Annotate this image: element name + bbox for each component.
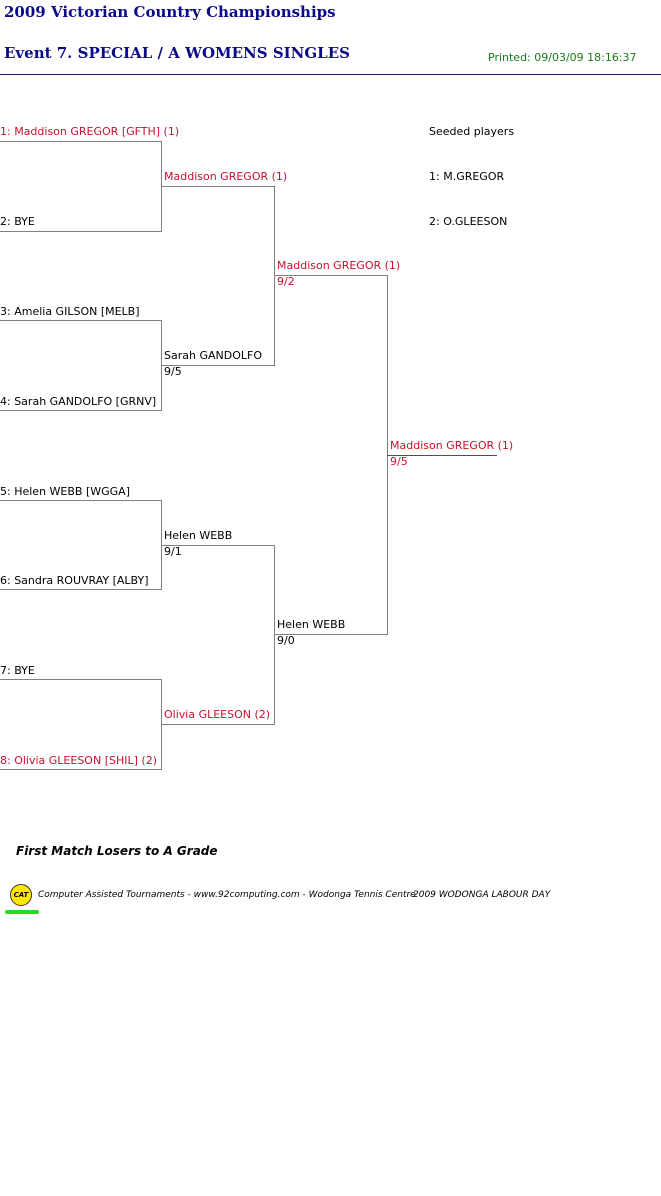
- r1-player-1: 1: Maddison GREGOR [GFTH] (1): [0, 125, 180, 138]
- seeded-player-1: 1: M.GREGOR: [429, 170, 505, 183]
- r1-line-1: [0, 141, 161, 142]
- r1-line-5: [0, 500, 161, 501]
- r1-line-8: [0, 769, 161, 770]
- sf-score-2: 9/0: [277, 634, 295, 647]
- r2-line-3: [161, 545, 274, 546]
- logo-underline: [5, 910, 39, 914]
- sf-line-2: [274, 634, 387, 635]
- r2-line-4: [161, 724, 274, 725]
- r1-player-3: 3: Amelia GILSON [MELB]: [0, 305, 140, 318]
- championship-title: 2009 Victorian Country Championships: [4, 3, 336, 21]
- final-score: 9/5: [390, 455, 408, 468]
- r1-player-7: 7: BYE: [0, 664, 35, 677]
- r1-player-5: 5: Helen WEBB [WGGA]: [0, 485, 130, 498]
- r2-winner-1: Maddison GREGOR (1): [164, 170, 288, 183]
- losers-note: First Match Losers to A Grade: [16, 844, 218, 858]
- r2-score-3: 9/1: [164, 545, 182, 558]
- cat-logo: CAT: [10, 884, 32, 906]
- r1-player-6: 6: Sandra ROUVRAY [ALBY]: [0, 574, 149, 587]
- r2-connector-1: [274, 186, 275, 366]
- r2-connector-2: [274, 545, 275, 725]
- r2-score-2: 9/5: [164, 365, 182, 378]
- r1-line-4: [0, 410, 161, 411]
- footer-credit: Computer Assisted Tournaments - www.92co…: [38, 890, 416, 900]
- final-line: [387, 455, 497, 456]
- r2-winner-3: Helen WEBB: [164, 529, 233, 542]
- r1-line-3: [0, 320, 161, 321]
- champion-name: Maddison GREGOR (1): [390, 439, 514, 452]
- seeded-players-heading: Seeded players: [429, 125, 515, 138]
- sf-winner-1: Maddison GREGOR (1): [277, 259, 401, 272]
- r1-line-7: [0, 679, 161, 680]
- r2-line-2: [161, 365, 274, 366]
- footer-event: 2009 WODONGA LABOUR DAY: [413, 890, 551, 900]
- r1-player-8: 8: Olivia GLEESON [SHIL] (2): [0, 754, 157, 767]
- seeded-player-2: 2: O.GLEESON: [429, 215, 508, 228]
- sf-score-1: 9/2: [277, 275, 295, 288]
- r1-player-4: 4: Sarah GANDOLFO [GRNV]: [0, 395, 157, 408]
- r2-winner-2: Sarah GANDOLFO: [164, 349, 262, 362]
- r1-line-2: [0, 231, 161, 232]
- r1-line-6: [0, 589, 161, 590]
- r2-winner-4: Olivia GLEESON (2): [164, 708, 271, 721]
- r2-line-1: [161, 186, 274, 187]
- header-divider: [0, 74, 661, 75]
- sf-line-1: [274, 275, 387, 276]
- r1-player-2: 2: BYE: [0, 215, 35, 228]
- sf-winner-2: Helen WEBB: [277, 618, 346, 631]
- printed-timestamp: Printed: 09/03/09 18:16:37: [488, 51, 637, 64]
- event-title: Event 7. SPECIAL / A WOMENS SINGLES: [4, 44, 350, 62]
